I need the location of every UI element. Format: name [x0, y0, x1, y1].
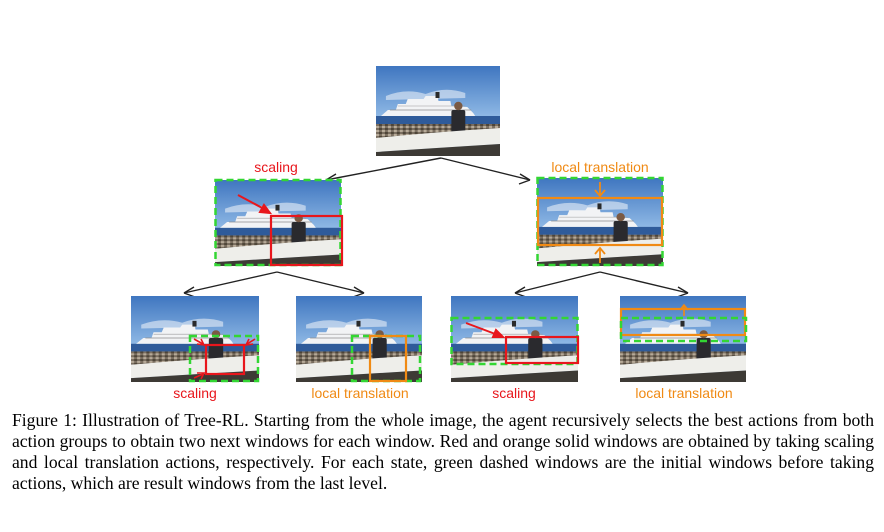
scaling-window [504, 335, 580, 365]
scaling-window [269, 214, 344, 267]
root-image [376, 66, 500, 156]
figure-caption: Figure 1: Illustration of Tree-RL. Start… [12, 410, 874, 493]
scaling-arrow [193, 338, 256, 380]
initial-window [214, 178, 342, 267]
left-child-image [215, 180, 341, 266]
right-child-label: local translation [551, 159, 648, 175]
tree-arrow [183, 271, 689, 298]
grandchild-1-label: scaling [173, 385, 217, 401]
scaling-arrow [237, 194, 273, 215]
translation-arrow [679, 303, 689, 316]
grandchild-3-image [451, 296, 578, 382]
translation-window [536, 196, 664, 247]
grandchild-3-label: scaling [492, 385, 536, 401]
tree-arrow [325, 157, 531, 185]
initial-window [619, 316, 748, 343]
scaling-arrow [465, 322, 506, 338]
scaling-window [204, 343, 246, 376]
initial-window [188, 334, 260, 383]
grandchild-2-label: local translation [311, 385, 408, 401]
left-child-label: scaling [254, 159, 298, 175]
grandchild-4-label: local translation [635, 385, 732, 401]
tree-rl-figure: scaling local translation scaling local … [131, 66, 748, 401]
grandchild-2-image [296, 296, 422, 382]
translation-arrow [594, 182, 606, 263]
translation-window [368, 334, 408, 383]
